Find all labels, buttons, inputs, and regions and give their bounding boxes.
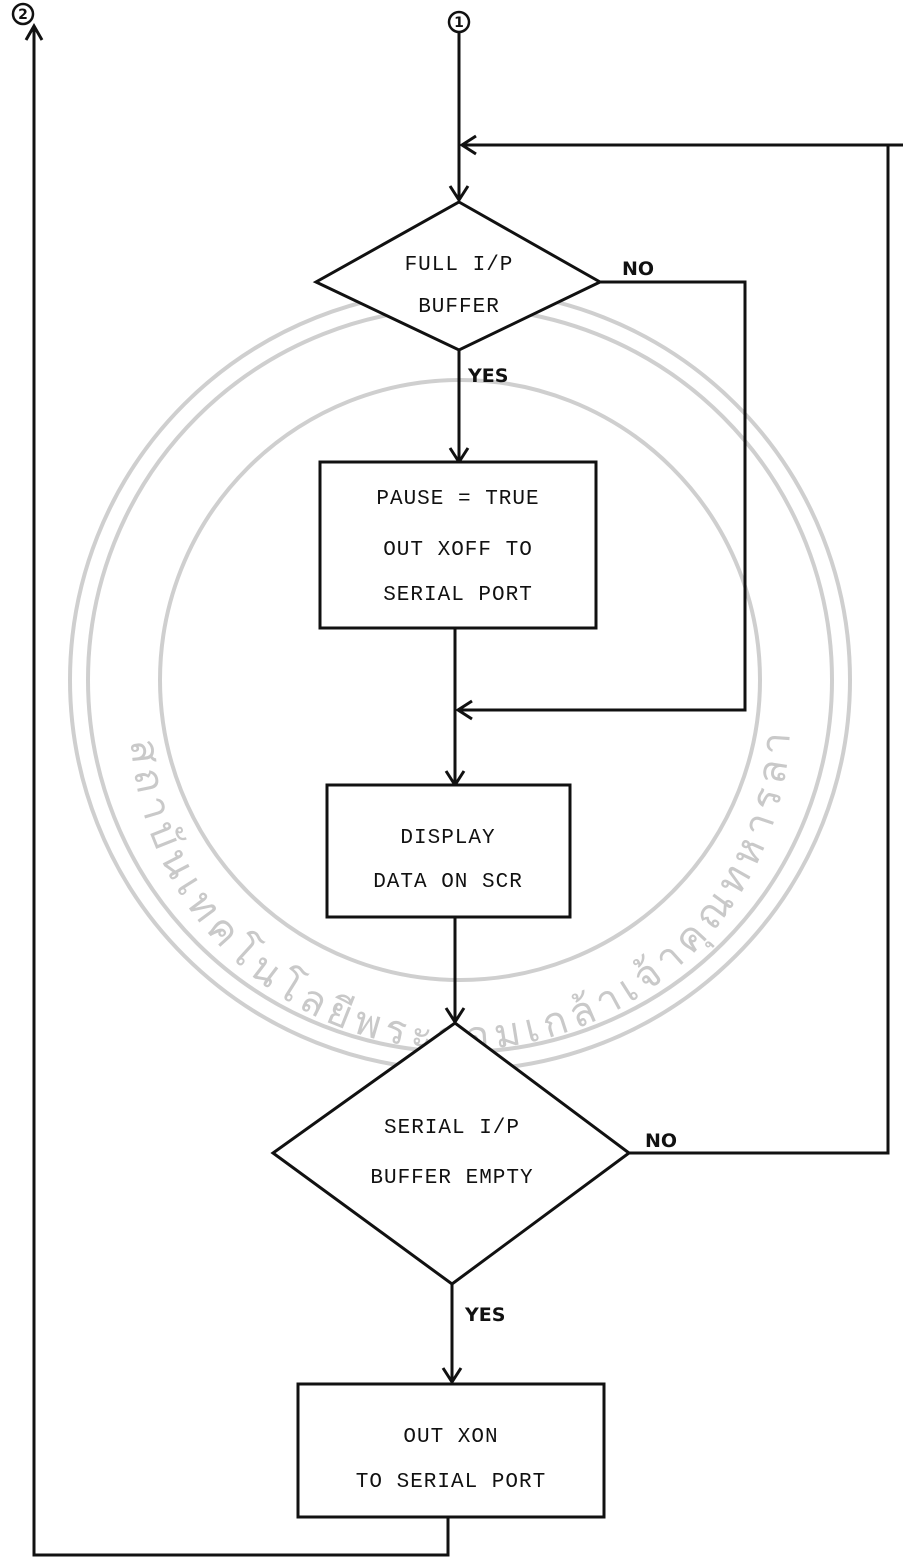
- xon-line1: OUT XON: [403, 1426, 498, 1449]
- decision-2-no-label: NO: [645, 1130, 677, 1152]
- decision-1-yes-label: YES: [467, 365, 508, 387]
- pause-process-box: PAUSE = TRUE OUT XOFF TO SERIAL PORT: [320, 462, 596, 628]
- pause-line2: OUT XOFF TO: [383, 539, 533, 562]
- connector-2: 2: [13, 4, 33, 24]
- display-line2: DATA ON SCR: [373, 871, 523, 894]
- decision-2-line2: BUFFER EMPTY: [370, 1167, 533, 1190]
- connector-1-label: 1: [454, 15, 464, 31]
- connector-2-label: 2: [18, 7, 28, 23]
- full-input-buffer-decision: FULL I/P BUFFER: [316, 202, 600, 350]
- display-line1: DISPLAY: [400, 827, 495, 850]
- out-xon-box: OUT XON TO SERIAL PORT: [298, 1384, 604, 1517]
- decision-2-line1: SERIAL I/P: [384, 1117, 520, 1140]
- display-data-box: DISPLAY DATA ON SCR: [327, 785, 570, 917]
- decision-1-no-label: NO: [622, 258, 654, 280]
- pause-line1: PAUSE = TRUE: [376, 488, 539, 511]
- decision-1-line1: FULL I/P: [405, 254, 514, 277]
- xon-line2: TO SERIAL PORT: [356, 1471, 546, 1494]
- serial-buffer-empty-decision: SERIAL I/P BUFFER EMPTY: [273, 1023, 629, 1284]
- decision-1-line2: BUFFER: [418, 296, 500, 319]
- decision-2-yes-label: YES: [464, 1304, 505, 1326]
- connector-1: 1: [449, 12, 469, 32]
- pause-line3: SERIAL PORT: [383, 584, 533, 607]
